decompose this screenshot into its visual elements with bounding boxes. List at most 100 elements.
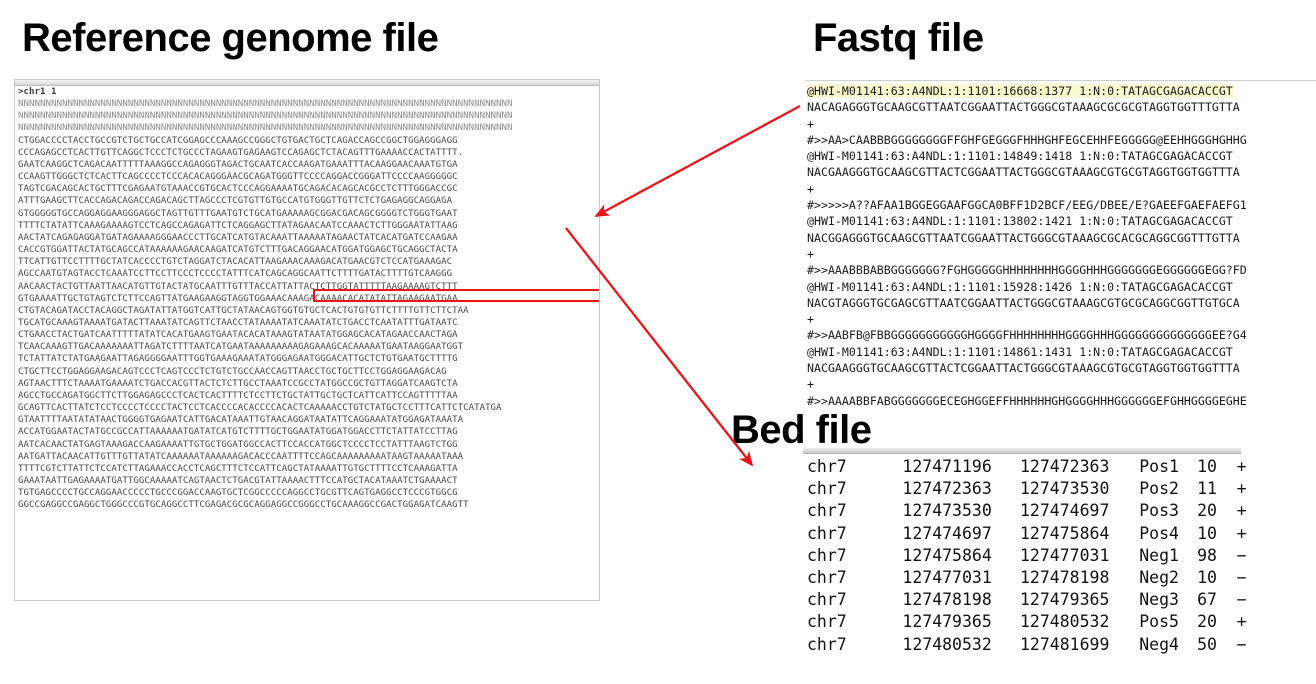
fastq-line-text: #>>AA>CAABBBGGGGGGGGFFGHFGEGGGFHHHGHFEGC…: [807, 132, 1247, 147]
bed-cell-name: Neg3: [1139, 590, 1179, 610]
reference-sequence-line: GTGGGGGTGCCAGGAGGAAGGGAGGCTAGTTGTTTGAATG…: [18, 208, 458, 219]
bed-cell-strand: −: [1236, 568, 1247, 588]
bed-cell-score: 11: [1197, 479, 1217, 499]
bed-cell-score: 50: [1197, 634, 1217, 654]
reference-sequence-line: AATGATTACAACATTGTTTGTTATATCAAAAAATAAAAAA…: [18, 451, 464, 462]
fastq-line-text: +: [807, 181, 814, 196]
reference-sequence-line: AACAACTACTGTTAATTAACATGTTGTACTATGCAATTTG…: [18, 281, 458, 292]
page-title-reference-genome: Reference genome file: [22, 16, 439, 60]
reference-sequence-line: GTGAAAATTGCTGTAGTCTCTTCCAGTTATGAAGAAGGTA…: [18, 293, 458, 304]
reference-sequence-line: GAAATAATTGAGAAAATGATTGGCAAAAATCAGTAACTCT…: [18, 476, 458, 486]
bed-cell-name: Neg2: [1139, 568, 1179, 588]
bed-cell-name: Pos4: [1139, 523, 1179, 543]
fastq-line-text: +: [807, 377, 814, 392]
fastq-line: #>>AAAABBFABGGGGGGGECEGHGGEFFHHHHHHGHGGG…: [807, 393, 1247, 406]
fastq-line-text: NACGTAGGGTGCGAGCGTTAATCGGAATTACTGGGCGTAA…: [807, 295, 1240, 310]
bed-cell-start: 127478198: [902, 590, 992, 610]
fastq-panel: @HWI-M01141:63:A4NDL:1:1101:16668:1377 1…: [805, 80, 1316, 406]
reference-sequence-line: TCAACAAAGTTGACAAAAAAATTAGATCTTTTAATCATGA…: [18, 342, 464, 353]
reference-sequence-line: TTTTCGTCTTATTCTCCATCTTAGAAACCACCTCAGCTTT…: [18, 463, 458, 474]
bed-cell-chrom: chr7: [807, 457, 847, 476]
bed-cell-end: 127475864: [1020, 523, 1110, 543]
bed-cell-chrom: chr7: [807, 568, 847, 588]
bed-cell-end: 127479365: [1020, 590, 1110, 610]
arrow-reference-to-fastq: [594, 104, 801, 218]
bed-cell-name: Pos1: [1139, 457, 1179, 476]
bed-cell-strand: −: [1236, 634, 1247, 654]
bed-cell-start: 127471196: [902, 457, 992, 476]
fastq-line: NACGAAGGGTGCAAGCGTTACTCGGAATTACTGGGCGTAA…: [807, 164, 1247, 180]
reference-sequence-line: TAGTCGACAGCACTGCTTTCGAGAATGTAAACCGTGCACT…: [18, 184, 458, 195]
bed-cell-start: 127480532: [902, 634, 992, 654]
reference-sequence-line: TGTGAGCCCCTGCCAGGAACCCCCTGCCCGGACCAAGTGC…: [18, 488, 458, 499]
reference-sequence-line: NNNNNNNNNNNNNNNNNNNNNNNNNNNNNNNNNNNNNNNN…: [18, 99, 513, 110]
reference-sequence-line: CTGTACAGATACCTACAGGCTAGATATTATGGTCATTGCT…: [18, 305, 469, 316]
reference-sequence-line: GGCCGAGGCCGAGGCTGGGCCCGTGCAGGCCTTCGAGACG…: [18, 500, 469, 511]
fastq-line: #>>AABFB@FBBGGGGGGGGGGGHGGGGFHHHHHHHHGGG…: [807, 327, 1247, 343]
bed-cell-chrom: chr7: [807, 612, 847, 632]
reference-sequence-line: GAATCAAGGCTCAGACAATTTTTAAAGGCCAGAGGGTAGA…: [18, 159, 458, 170]
bed-cell-strand: +: [1236, 479, 1247, 499]
fastq-line: +: [807, 376, 1247, 392]
reference-sequence-line: AATCACAACTATGAGTAAAGACCAAGAAAATTGTGCTGGA…: [18, 439, 458, 450]
fastq-line-text: #>>AAAABBFABGGGGGGGECEGHGGEFFHHHHHHGHGGG…: [807, 393, 1247, 406]
reference-sequence-line: TTCATTGTTCCTTTTGCTATCACCCCTGTCTAGGATCTAC…: [18, 257, 453, 268]
fastq-line: @HWI-M01141:63:A4NDL:1:1101:15928:1426 1…: [807, 279, 1247, 295]
fastq-line: +: [807, 116, 1247, 132]
fastq-line: @HWI-M01141:63:A4NDL:1:1101:14861:1431 1…: [807, 344, 1247, 360]
bed-cell-name: Neg1: [1139, 545, 1179, 565]
fastq-line-text: @HWI-M01141:63:A4NDL:1:1101:13802:1421 1…: [807, 214, 1233, 229]
fastq-line: @HWI-M01141:63:A4NDL:1:1101:13802:1421 1…: [807, 213, 1247, 229]
bed-cell-name: Pos5: [1139, 612, 1179, 632]
table-row: chr7 127473530 127474697 Pos3 20 +: [807, 500, 1263, 522]
reference-sequence-line: ACCATGGAATACTATGCCGCCATTAAAAAATGATATCATG…: [18, 427, 458, 438]
fastq-line: #>>>>>A??AFAA1BGGEGGAAFGGCA0BFF1D2BCF/EE…: [807, 197, 1247, 213]
bed-cell-strand: +: [1236, 457, 1247, 476]
fastq-line: @HWI-M01141:63:A4NDL:1:1101:14849:1418 1…: [807, 148, 1247, 164]
fastq-line: NACAGAGGGTGCAAGCGTTAATCGGAATTACTGGGCGTAA…: [807, 99, 1247, 115]
fastq-line-text: @HWI-M01141:63:A4NDL:1:1101:15928:1426 1…: [807, 279, 1233, 294]
bed-cell-start: 127473530: [902, 501, 992, 521]
bed-cell-name: Pos3: [1139, 501, 1179, 521]
fastq-line-text: #>>AABFB@FBBGGGGGGGGGGGHGGGGFHHHHHHHHGGG…: [807, 328, 1247, 343]
bed-cell-start: 127477031: [902, 568, 992, 588]
fastq-line: NACGGAGGGTGCAAGCGTTAATCGGAATTACTGGGCGTAA…: [807, 230, 1247, 246]
reference-sequence-line: CCAAGTTGGGCTCTCACTTCAGCCCCTCCCACACAGGGAA…: [18, 172, 458, 183]
bed-cell-score: 20: [1197, 501, 1217, 521]
reference-sequence-line: NNNNNNNNNNNNNNNNNNNNNNNNNNNNNNNNNNNNNNNN…: [18, 123, 513, 134]
fastq-line-text: +: [807, 116, 814, 131]
fastq-line-text: #>>AAABBBABBGGGGGGG?FGHGGGGGHHHHHHHHGGGG…: [807, 263, 1247, 278]
fastq-line-text: #>>>>>A??AFAA1BGGEGGAAFGGCA0BFF1D2BCF/EE…: [807, 198, 1247, 213]
bed-cell-strand: +: [1236, 501, 1247, 521]
bed-horizontal-scrollbar[interactable]: [803, 448, 1241, 454]
bed-cell-end: 127481699: [1020, 634, 1110, 654]
bed-cell-name: Pos2: [1139, 479, 1179, 499]
bed-cell-end: 127480532: [1020, 612, 1110, 632]
bed-cell-end: 127472363: [1020, 457, 1110, 476]
reference-sequence-line: GCAGTTCACTTATCTCCTCCCCTCCCCTACTCCTCACCCC…: [18, 403, 502, 414]
fastq-line-text: NACGAAGGGTGCAAGCGTTACTCGGAATTACTGGGCGTAA…: [807, 361, 1240, 376]
bed-cell-chrom: chr7: [807, 501, 847, 521]
bed-cell-score: 20: [1197, 612, 1217, 632]
bed-cell-end: 127474697: [1020, 501, 1110, 521]
reference-sequence-line: AACTATCAGAGAGGATGATAGAAAAGGGAACCCTTGCATC…: [18, 232, 458, 243]
bed-cell-score: 10: [1197, 523, 1217, 543]
reference-horizontal-scrollbar[interactable]: [15, 80, 599, 86]
bed-cell-start: 127475864: [902, 545, 992, 565]
reference-sequence-line: TCTATTATCTATGAAGAATTAGAGGGGAATTTGGTGAAAG…: [18, 354, 458, 365]
fastq-line-text: +: [807, 312, 814, 327]
bed-cell-end: 127477031: [1020, 545, 1110, 565]
page-title-bed: Bed file: [731, 408, 872, 452]
bed-cell-name: Neg4: [1139, 634, 1179, 654]
fastq-line: +: [807, 246, 1247, 262]
